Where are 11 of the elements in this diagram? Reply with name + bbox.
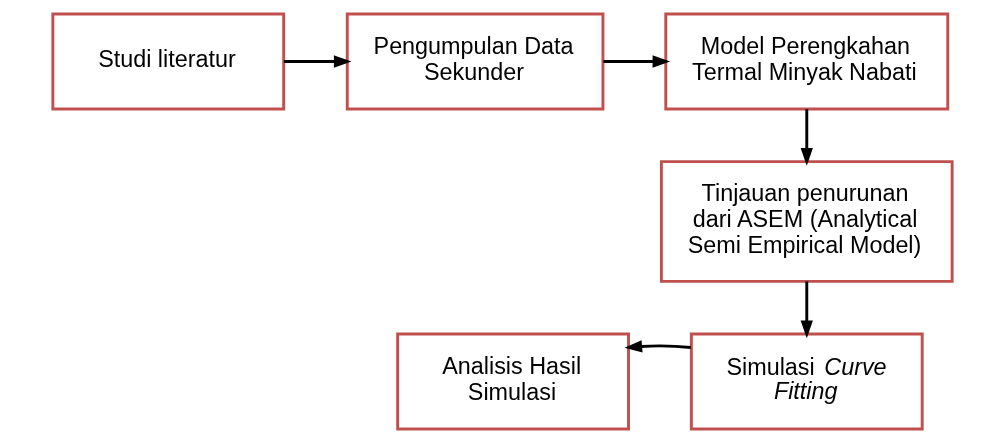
arrow — [602, 55, 670, 68]
arrow — [800, 281, 813, 339]
arrow — [624, 340, 691, 353]
arrow — [800, 109, 813, 166]
node-box: Studi literatur — [50, 12, 285, 111]
node-box: Simulasi Curve Fitting — [689, 332, 924, 431]
node-box: Pengumpulan Data Sekunder — [345, 12, 604, 111]
node-box: Tinjauan penurunan dari ASEM (Analytical Semi Empirical Model) — [659, 160, 954, 283]
node-box: Model Perengkahan Termal Minyak Nabati — [663, 12, 949, 111]
arrow — [283, 55, 351, 68]
node-box: Analisis Hasil Simulasi — [395, 332, 630, 431]
